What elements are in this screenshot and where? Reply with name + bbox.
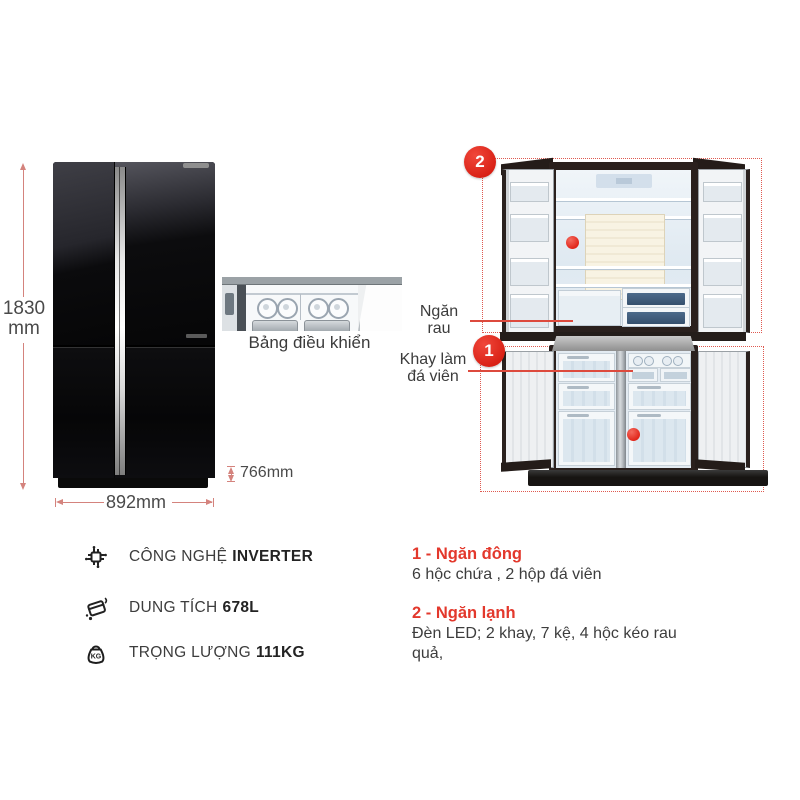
air-vent	[596, 174, 652, 188]
red-dot-marker	[566, 236, 579, 249]
width-tick-right	[213, 498, 214, 507]
door-bin	[510, 214, 549, 242]
control-panel-inset	[222, 277, 402, 331]
height-dimension-label: 1830 mm	[2, 298, 46, 339]
glass-shelf	[556, 284, 691, 287]
freezer-drawer	[558, 353, 615, 382]
ice-twist-knob	[673, 356, 683, 366]
ice-tray-unit	[628, 353, 691, 368]
twist-ice-dial	[257, 298, 278, 319]
inset-pillar	[237, 285, 246, 331]
inset-open-door	[358, 285, 402, 331]
red-dot-marker	[627, 428, 640, 441]
width-dimension-label: 892mm	[105, 492, 167, 512]
width-arrow-left	[56, 499, 63, 505]
chilled-case-lower	[622, 307, 690, 327]
open-fridge-door-left	[502, 169, 554, 333]
legend-title: 2 - Ngăn lạnh	[412, 604, 516, 622]
height-arrow-down	[20, 483, 26, 490]
drawer-handle	[304, 320, 350, 331]
ice-cube-box	[628, 368, 658, 382]
ice-callout-line	[468, 370, 633, 372]
control-panel-label: Bảng điều khiển	[248, 333, 371, 352]
width-tick-left	[55, 498, 56, 507]
width-dimension-line	[172, 502, 212, 503]
height-dimension-line	[23, 343, 24, 483]
open-fridge-door-right	[698, 169, 750, 333]
inset-top-edge	[222, 277, 402, 285]
fridge-base	[58, 478, 208, 488]
fridge-door-upper-left	[53, 162, 114, 345]
open-freezer-door-right	[698, 351, 750, 468]
door-bin	[510, 182, 549, 202]
depth-cap-top	[227, 466, 235, 467]
svg-text:KG: KG	[91, 654, 102, 661]
fridge-interior	[556, 170, 691, 327]
freezer-drawer	[628, 383, 691, 410]
width-arrow-right	[206, 499, 213, 505]
inverter-icon	[80, 541, 112, 573]
depth-arrow-down	[227, 475, 234, 482]
divider-shelf	[552, 336, 695, 351]
freezer-base	[528, 470, 768, 486]
twist-ice-dial	[328, 298, 349, 319]
ice-twist-knob	[633, 356, 643, 366]
glass-shelf	[556, 198, 691, 201]
door-bin	[510, 294, 549, 328]
fridge-door-upper-right	[115, 162, 215, 345]
legend-desc: 6 hộc chứa , 2 hộp đá viên	[412, 566, 602, 583]
depth-dimension-line	[230, 469, 232, 477]
width-dimension-line	[62, 502, 104, 503]
marker-2-badge: 2	[464, 146, 496, 178]
freezer-drawer	[558, 383, 615, 410]
capacity-icon	[80, 592, 112, 624]
marker-1-badge: 1	[473, 335, 505, 367]
closed-fridge-image	[53, 162, 215, 478]
freezer-interior	[556, 351, 691, 468]
twist-ice-dial	[308, 298, 329, 319]
chilled-case-upper	[622, 288, 690, 308]
ice-tray-label: Khay làm đá viên	[399, 351, 467, 385]
inset-drawer-part	[222, 285, 237, 331]
twist-ice-dial	[277, 298, 298, 319]
brand-logo-strip	[183, 163, 209, 168]
fridge-door-lower-right	[115, 347, 215, 478]
vegetable-drawer-label: Ngăn rau	[419, 303, 459, 337]
vegetable-callout-line	[470, 320, 573, 322]
door-split-line	[53, 345, 215, 347]
inset-panel	[246, 285, 358, 331]
door-bin	[703, 182, 742, 202]
fridge-handle	[114, 167, 126, 475]
height-dimension-line	[23, 165, 24, 297]
depth-dimension-label: 766mm	[240, 464, 294, 481]
freezer-drawer	[558, 411, 615, 466]
drawer-handle	[252, 320, 298, 331]
legend-title: 1 - Ngăn đông	[412, 545, 522, 563]
ice-twist-knob	[662, 356, 672, 366]
weight-icon: KG	[80, 637, 112, 669]
door-bin	[703, 214, 742, 242]
open-freezer-door-left	[502, 351, 554, 468]
ice-twist-knob	[644, 356, 654, 366]
legend-desc: Đèn LED; 2 khay, 7 kệ, 4 hộc kéo rau quả…	[412, 625, 677, 662]
center-mullion	[616, 351, 626, 468]
inverter-badge-strip	[186, 334, 207, 338]
depth-cap-bottom	[227, 481, 235, 482]
door-bin	[510, 258, 549, 286]
fridge-door-lower-left	[53, 347, 114, 478]
door-bin	[703, 258, 742, 286]
ice-cube-box	[660, 368, 691, 382]
door-bin	[703, 294, 742, 328]
glass-shelf	[556, 266, 691, 269]
